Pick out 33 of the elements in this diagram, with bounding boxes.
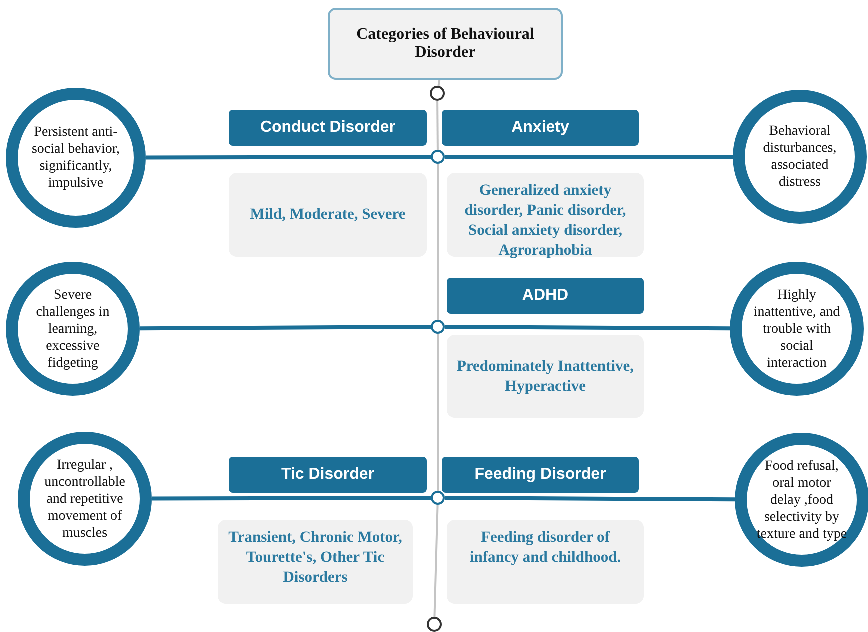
- connector-line: [445, 155, 733, 159]
- description-circle: Persistent anti-social behavior, significantly, impulsive: [6, 88, 146, 228]
- subtypes-card: Generalized anxiety disorder, Panic disorder, Social anxiety disorder, Agroraphobia: [447, 173, 644, 257]
- description-circle: Severe challenges in learning, excessive fidgeting: [6, 262, 140, 396]
- category-banner: Conduct Disorder: [229, 110, 427, 146]
- description-circle: Behavioral disturbances, associated distress: [733, 90, 867, 224]
- category-banner: Anxiety: [442, 110, 639, 146]
- subtypes-card: Feeding disorder of infancy and childhood.: [447, 520, 644, 604]
- junction-dot: [431, 150, 445, 164]
- subtypes-card: Mild, Moderate, Severe: [229, 173, 427, 257]
- connector-line: [434, 504, 439, 618]
- description-circle: Irregular , uncontrollable and repetitive movement of muscles: [18, 432, 152, 566]
- connector-line: [445, 325, 730, 331]
- junction-dot: [431, 320, 445, 334]
- connector-line: [437, 164, 439, 320]
- connector-line: [152, 496, 431, 501]
- connector-line: [436, 101, 439, 150]
- connector-line: [146, 155, 431, 160]
- connector-line: [437, 334, 439, 491]
- junction-dot: [430, 86, 445, 101]
- subtypes-card: Transient, Chronic Motor, Tourette's, Other Tic Disorders: [218, 520, 413, 604]
- junction-dot: [427, 617, 442, 632]
- category-banner: ADHD: [447, 278, 644, 314]
- category-banner: Feeding Disorder: [442, 457, 639, 493]
- description-circle: Highly inattentive, and trouble with social interaction: [730, 262, 864, 396]
- category-banner: Tic Disorder: [229, 457, 427, 493]
- connector-line: [438, 80, 441, 86]
- junction-dot: [431, 491, 445, 505]
- connector-line: [445, 496, 735, 502]
- title-box: Categories of Behavioural Disorder: [328, 8, 563, 80]
- description-circle: Food refusal, oral motor delay ,food selectivity by texture and type: [735, 433, 868, 567]
- subtypes-card: Predominately Inattentive, Hyperactive: [447, 335, 644, 418]
- connector-line: [140, 325, 431, 331]
